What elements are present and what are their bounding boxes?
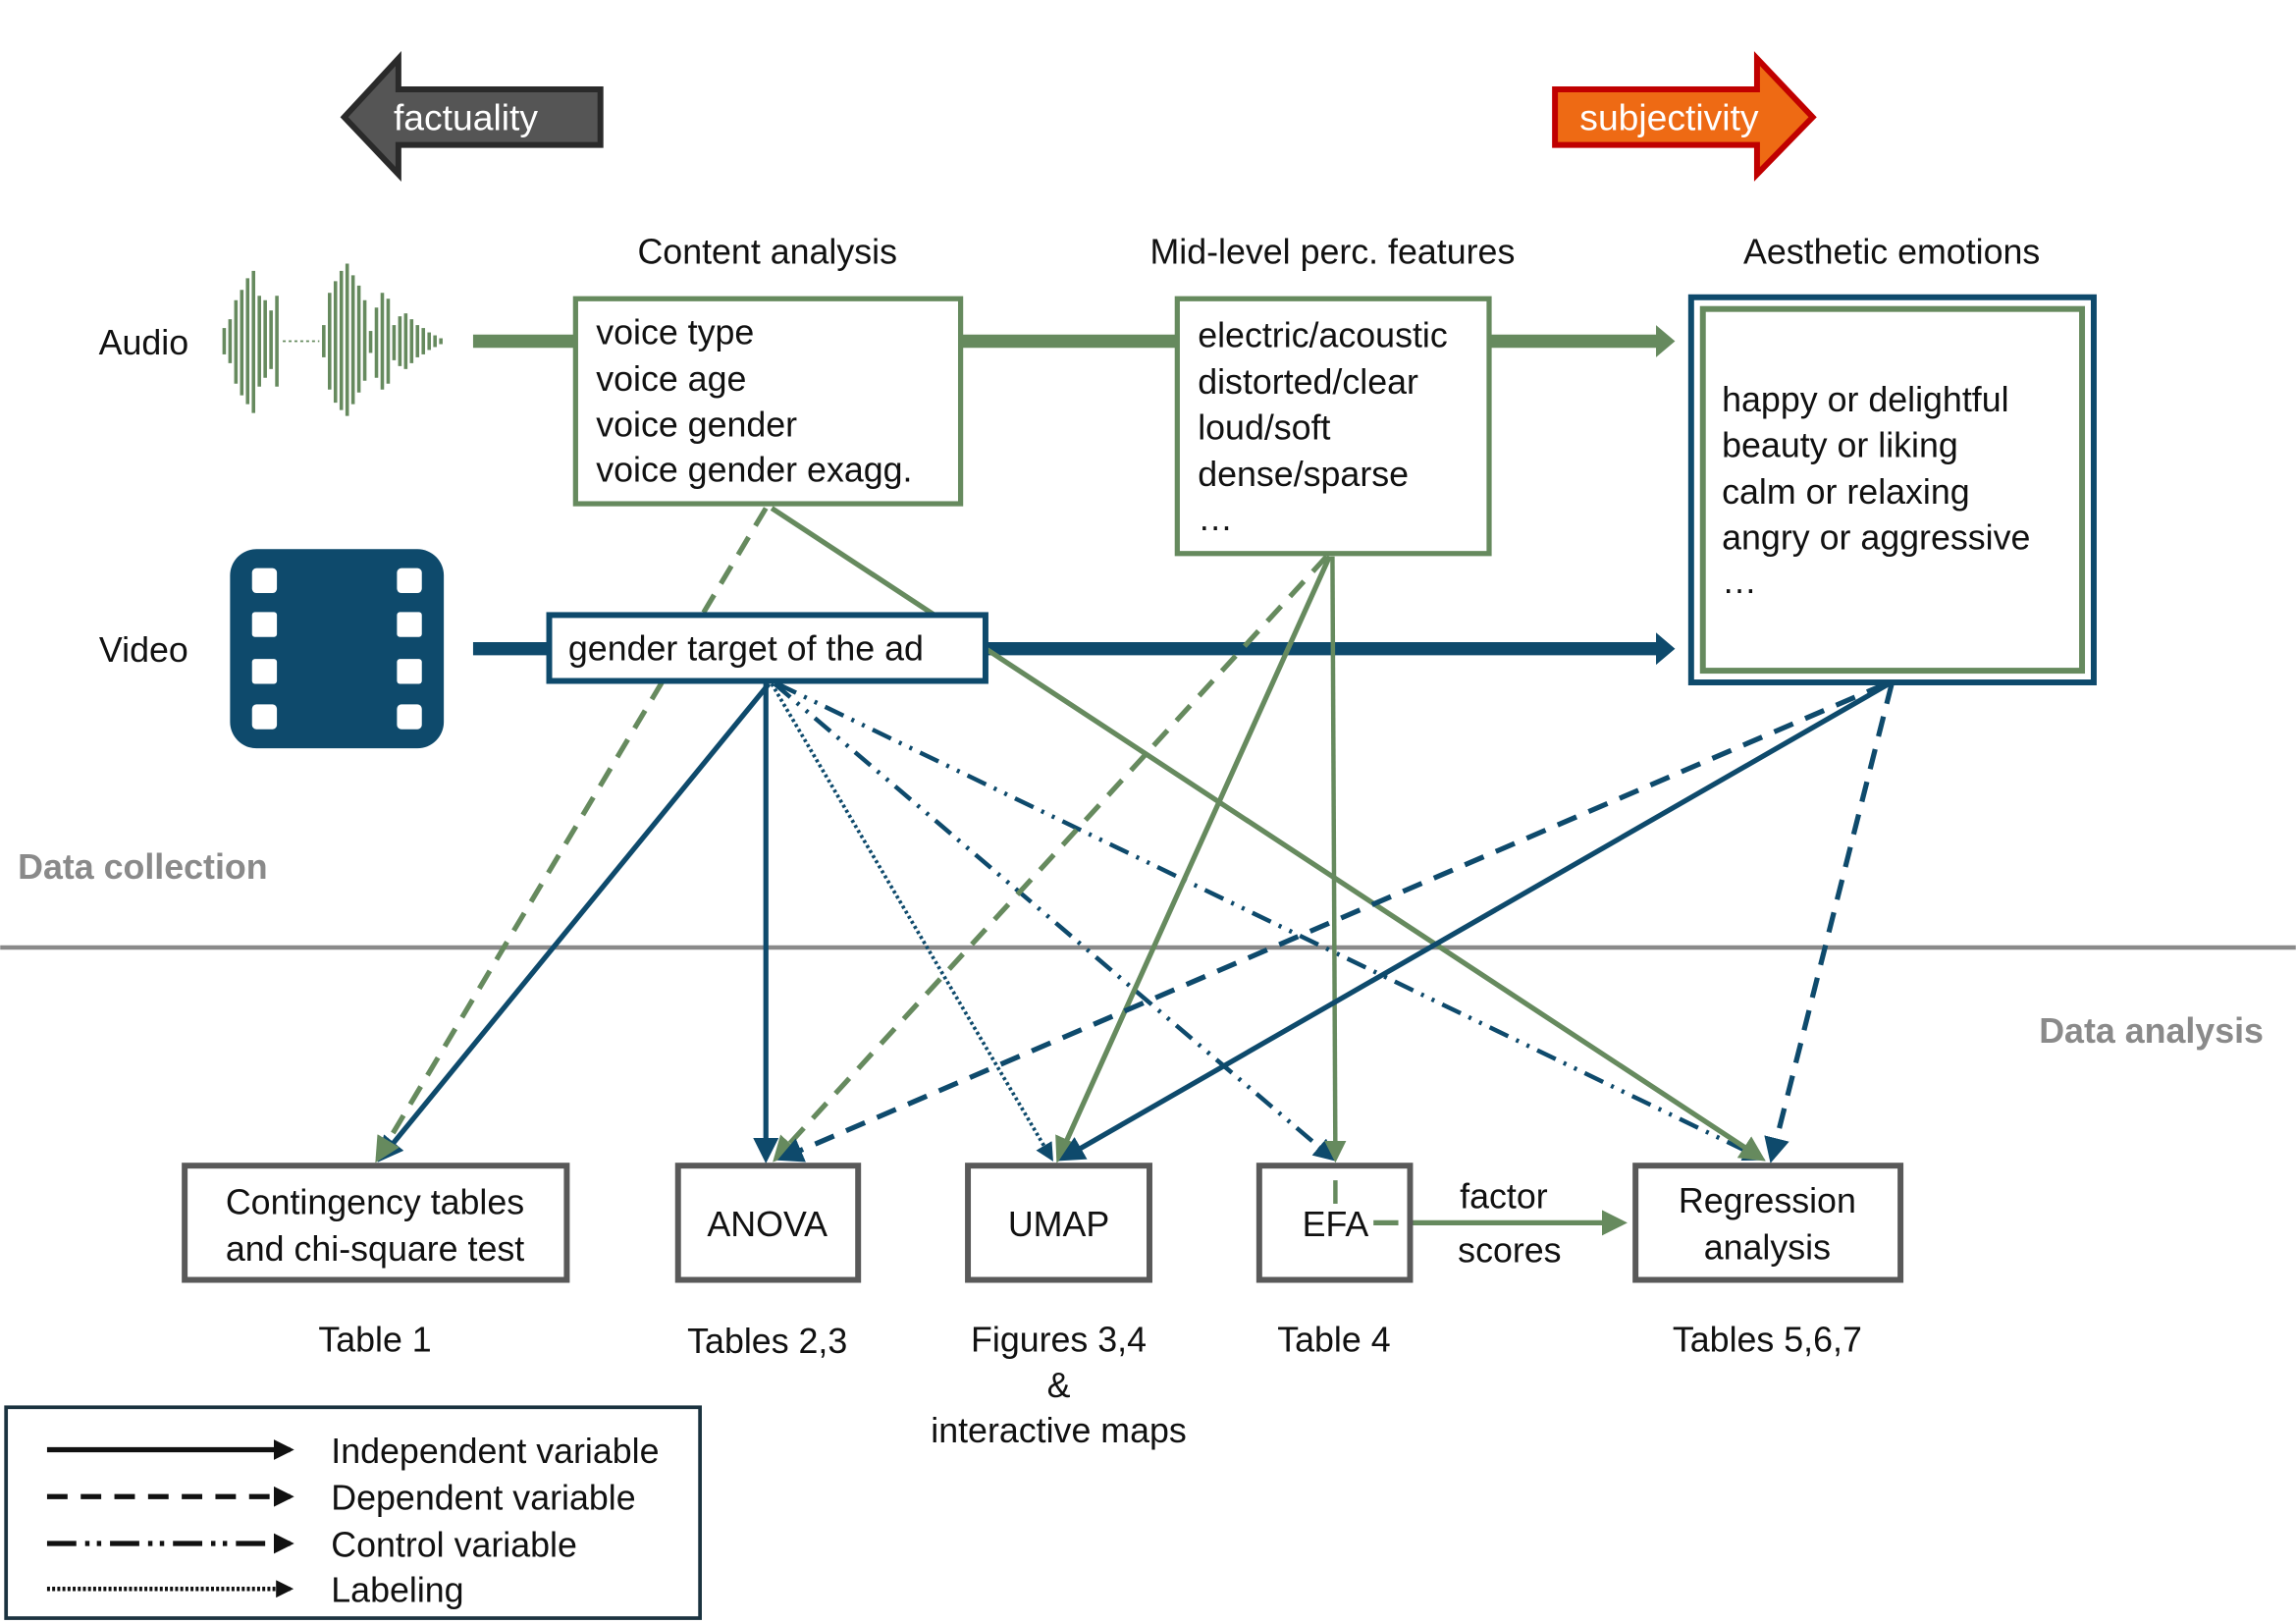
arrow-aesthetic-to-umap — [1058, 681, 1891, 1162]
regression-box: Regression analysis — [1632, 1163, 1904, 1283]
caption-umap: interactive maps — [931, 1411, 1187, 1450]
mid-level-item: distorted/clear — [1198, 362, 1418, 402]
factuality-arrow: factuality — [340, 51, 604, 182]
aesthetic-emotions-box: happy or delightful beauty or liking cal… — [1687, 294, 2097, 685]
legend-independent: Independent variable — [46, 1432, 660, 1471]
legend: Independent variable Dependent variable … — [4, 1405, 702, 1620]
video-pipeline — [472, 632, 1676, 666]
caption-anova: Tables 2,3 — [687, 1322, 847, 1361]
arrow-gender-to-umap-labeling — [770, 682, 1053, 1162]
legend-labeling: Labeling — [46, 1571, 464, 1610]
mid-level-item: electric/acoustic — [1198, 315, 1448, 354]
contingency-line: Contingency tables — [226, 1182, 524, 1221]
aesthetic-item: calm or relaxing — [1722, 472, 1970, 512]
arrow-mid-to-umap — [1055, 555, 1332, 1164]
contingency-line: and chi-square test — [226, 1229, 524, 1269]
efa-box: EFA — [1255, 1163, 1414, 1283]
subjectivity-label: subjectivity — [1579, 97, 1759, 138]
anova-box: ANOVA — [674, 1163, 862, 1283]
mid-level-item: dense/sparse — [1198, 455, 1409, 494]
caption-regression: Tables 5,6,7 — [1673, 1321, 1862, 1360]
audio-pipeline — [472, 325, 1676, 357]
subjectivity-arrow: subjectivity — [1552, 51, 1817, 182]
regression-line: analysis — [1704, 1228, 1831, 1268]
content-item: voice age — [596, 359, 746, 399]
caption-umap: Figures 3,4 — [971, 1321, 1147, 1360]
anova-label: ANOVA — [707, 1205, 828, 1244]
caption-umap: & — [1047, 1366, 1071, 1405]
arrow-mid-to-anova — [773, 554, 1329, 1163]
video-film-icon — [230, 549, 445, 749]
connectors — [375, 506, 1895, 1236]
gender-target-box: gender target of the ad — [546, 612, 988, 684]
content-item: voice gender — [596, 405, 797, 444]
legend-dependent: Dependent variable — [46, 1479, 636, 1518]
contingency-box: Contingency tables and chi-square test — [182, 1163, 570, 1283]
section-data-analysis: Data analysis — [2039, 1011, 2264, 1051]
aesthetic-item: angry or aggressive — [1722, 517, 2030, 557]
header-mid-level: Mid-level perc. features — [1149, 232, 1515, 271]
arrow-aesthetic-to-regression — [1764, 682, 1895, 1164]
mid-level-item: loud/soft — [1198, 407, 1330, 447]
arrow-gender-to-efa-control — [773, 681, 1336, 1162]
arrow-gender-to-regression-control — [776, 681, 1766, 1162]
mid-level-item: … — [1198, 499, 1233, 538]
mid-level-features-box: electric/acoustic distorted/clear loud/s… — [1174, 296, 1492, 557]
legend-labeling-label: Labeling — [331, 1571, 463, 1610]
arrow-content-to-regression — [770, 506, 1766, 1162]
caption-contingency: Table 1 — [318, 1321, 431, 1360]
content-item: voice gender exagg. — [596, 451, 912, 490]
aesthetic-item: beauty or liking — [1722, 425, 1958, 464]
legend-control-label: Control variable — [331, 1525, 577, 1564]
header-content-analysis: Content analysis — [637, 232, 897, 271]
factor-scores-label: factor — [1460, 1176, 1548, 1216]
legend-control: Control variable — [46, 1525, 577, 1564]
aesthetic-item: happy or delightful — [1722, 380, 2008, 419]
content-item: voice type — [596, 312, 754, 352]
factuality-label: factuality — [394, 97, 538, 138]
caption-efa: Table 4 — [1277, 1321, 1390, 1360]
aesthetic-item: … — [1722, 562, 1757, 601]
legend-dependent-label: Dependent variable — [331, 1479, 635, 1518]
regression-line: Regression — [1679, 1181, 1856, 1220]
umap-label: UMAP — [1008, 1205, 1109, 1244]
audio-label: Audio — [99, 323, 189, 362]
header-aesthetic-emotions: Aesthetic emotions — [1743, 232, 2040, 271]
legend-independent-label: Independent variable — [331, 1432, 659, 1471]
section-data-collection: Data collection — [18, 847, 268, 887]
content-analysis-box: voice type voice age voice gender voice … — [572, 296, 964, 507]
audio-waveform-icon — [222, 263, 443, 416]
gender-target-label: gender target of the ad — [568, 629, 924, 669]
umap-box: UMAP — [965, 1163, 1152, 1283]
video-label: Video — [99, 630, 188, 670]
factor-scores-label: scores — [1458, 1231, 1561, 1271]
arrow-mid-to-efa — [1324, 556, 1347, 1164]
arrow-content-to-contingency — [375, 507, 769, 1164]
arrow-gender-to-contingency — [377, 681, 772, 1163]
efa-label: EFA — [1303, 1205, 1369, 1244]
